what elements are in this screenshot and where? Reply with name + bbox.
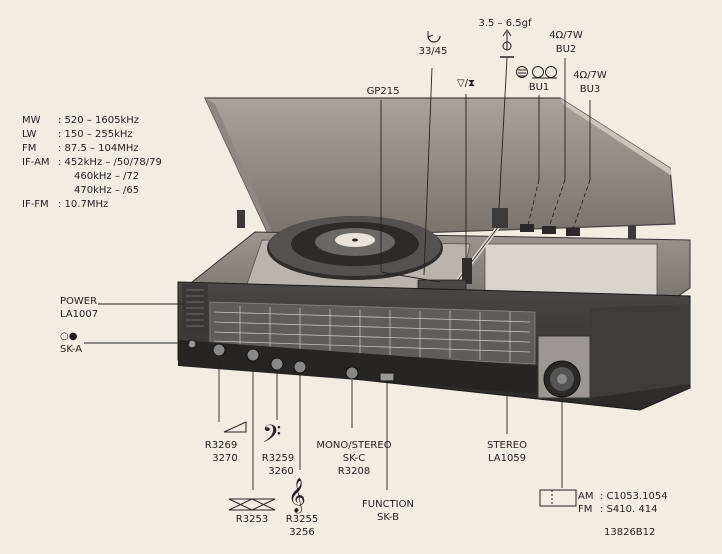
label-r3260: 3260 xyxy=(268,466,294,477)
leader-lines xyxy=(84,57,591,490)
lid-hinge-left xyxy=(237,210,245,228)
label-ska-symbol: ○● xyxy=(60,331,78,342)
am-fm-antenna-icon xyxy=(539,489,577,507)
label-function: FUNCTION xyxy=(362,499,414,510)
symbols xyxy=(223,29,577,511)
spec-mw: MW: 520 – 1605kHz xyxy=(22,115,140,126)
bass-clef-icon: 𝄢 xyxy=(262,420,281,455)
turntable-platter xyxy=(267,216,443,280)
cueing-lever xyxy=(462,258,472,284)
label-r3255: R3255 xyxy=(285,514,319,525)
am-fm-antenna-codes: AM: C1053.1054 FM: S410. 414 xyxy=(578,491,668,515)
label-la1059: LA1059 xyxy=(487,453,527,464)
front-panel xyxy=(177,281,691,411)
label-mono-stereo: MONO/STEREO xyxy=(316,440,392,451)
spec-fm: FM: 87.5 – 104MHz xyxy=(22,143,139,154)
label-gp215: GP215 xyxy=(366,86,400,97)
label-bu3: BU3 xyxy=(579,84,601,95)
label-r3253: R3253 xyxy=(235,514,269,525)
label-bu2: BU2 xyxy=(555,44,577,55)
spec-if-am-460: 460kHz – /72 xyxy=(74,171,140,182)
label-bu2-rating: 4Ω/7W xyxy=(549,30,583,41)
treble-clef-icon: 𝄞 xyxy=(288,478,306,514)
label-bu3-rating: 4Ω/7W xyxy=(573,70,607,81)
figure-code: 13826B12 xyxy=(604,527,656,538)
label-stereo: STEREO xyxy=(487,440,527,451)
front-knobs xyxy=(187,339,395,382)
spec-if-am: IF-AM: 452kHz – /50/78/79 xyxy=(22,157,162,168)
label-r3208: R3208 xyxy=(337,466,371,477)
rear-sockets xyxy=(520,224,580,236)
dust-cover xyxy=(204,97,676,244)
stylus-force-icon xyxy=(500,29,514,58)
label-r3259: R3259 xyxy=(261,453,295,464)
tuner-specifications: MW: 520 – 1605kHz LW: 150 – 255kHz FM: 8… xyxy=(22,114,162,212)
label-skc: SK-C xyxy=(342,453,366,464)
label-r3256: 3256 xyxy=(289,527,315,538)
socket-bu1-icons xyxy=(516,66,557,79)
spec-if-fm: IF-FM: 10.7MHz xyxy=(22,199,109,210)
spec-lw: LW: 150 – 255kHz xyxy=(22,129,133,140)
label-bu1: BU1 xyxy=(528,82,550,93)
lid-hinge-right xyxy=(628,226,636,244)
label-speed: 33/45 xyxy=(418,46,448,57)
balance-bowtie-icon xyxy=(228,498,276,511)
speed-rotation-icon xyxy=(427,31,441,43)
label-lift: ▽/⧗ xyxy=(456,78,476,89)
label-r3269: R3269 xyxy=(204,440,238,451)
label-ska: SK-A xyxy=(60,344,83,355)
spec-if-am-470: 470kHz – /65 xyxy=(74,185,140,196)
volume-wedge-icon xyxy=(223,421,247,433)
label-stylus-force: 3.5 – 6.5gf xyxy=(478,18,532,29)
label-power: POWER xyxy=(60,296,98,307)
label-skb: SK-B xyxy=(377,512,399,523)
label-power-code: LA1007 xyxy=(60,309,99,320)
label-r3270: 3270 xyxy=(212,453,238,464)
